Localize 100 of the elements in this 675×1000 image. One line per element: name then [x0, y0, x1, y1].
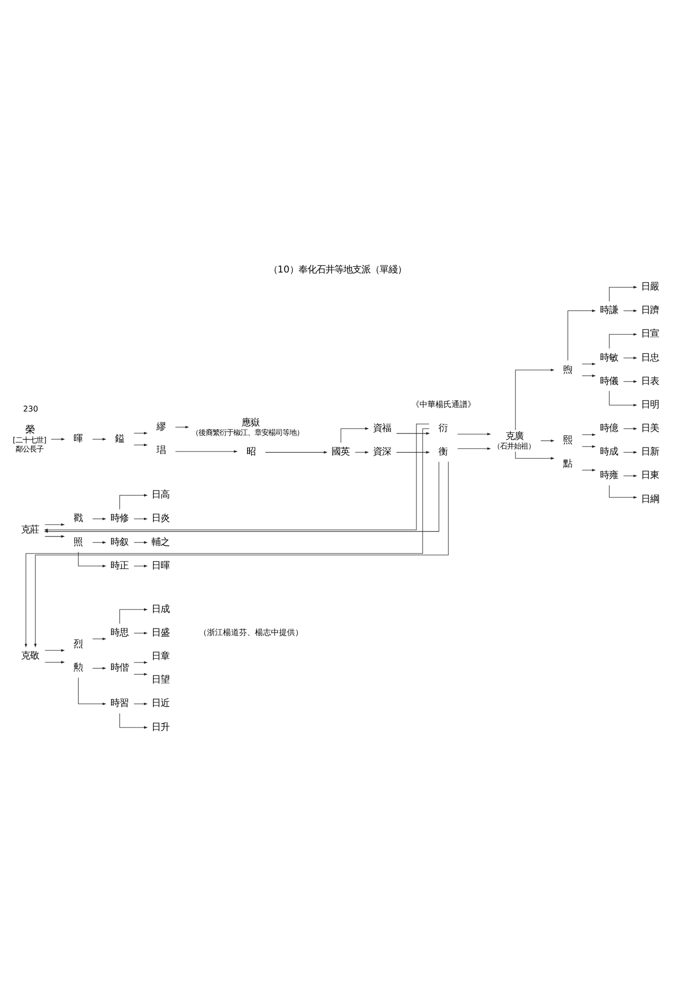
arrow — [582, 433, 596, 436]
arrow — [265, 451, 328, 454]
node-text: 時敏 — [600, 352, 618, 364]
arrow — [623, 356, 638, 360]
node-text: 照 — [74, 536, 83, 548]
arrow — [609, 485, 638, 499]
arrow — [44, 523, 65, 526]
arrow — [457, 447, 491, 450]
node-text: 日暉 — [152, 560, 170, 572]
node-text: 琩 — [156, 445, 166, 456]
node-text: 時謙 — [600, 305, 618, 316]
arrow — [582, 374, 596, 378]
node-text: 日東 — [641, 470, 660, 482]
diagram-title: （10）奉化石井等地支派（單綫） — [268, 264, 406, 276]
arrow — [44, 649, 65, 652]
node-text: 應嶽 — [242, 417, 260, 428]
node-text: 日明 — [641, 399, 660, 410]
arrow — [134, 444, 148, 446]
node-text: 時正 — [110, 560, 128, 572]
arrow — [457, 432, 491, 436]
arrow — [515, 368, 554, 430]
arrow — [92, 438, 106, 440]
node-text: 煦 — [563, 364, 572, 376]
node-text: 繆 — [156, 421, 166, 432]
arrow — [175, 450, 238, 453]
node-text: 日表 — [641, 376, 660, 387]
arrow — [134, 518, 148, 520]
node-text: 時思 — [110, 627, 128, 638]
node-text: 點 — [563, 458, 572, 470]
arrow — [134, 702, 148, 706]
arrow — [609, 333, 638, 349]
arrow — [44, 660, 65, 664]
arrow — [92, 666, 106, 670]
node-text: 日躋 — [641, 305, 660, 316]
node-text: 榮 — [26, 424, 35, 436]
node-text: 日綱 — [641, 494, 660, 505]
node-text: 時習 — [110, 698, 128, 710]
node-text: 戳 — [74, 513, 83, 524]
node-text: 鎰 — [115, 434, 124, 445]
node-text: 日望 — [152, 674, 170, 686]
arrow — [134, 672, 148, 676]
node-text: 時叙 — [110, 536, 128, 548]
node-text: 輔之 — [152, 536, 170, 548]
node-text: 克莊 — [21, 524, 40, 536]
arrow — [119, 494, 148, 510]
arrow — [582, 468, 596, 472]
arrow — [134, 432, 148, 434]
arrow — [354, 451, 369, 454]
arrow — [119, 608, 148, 624]
arrow — [623, 451, 638, 454]
arrow — [515, 451, 554, 460]
arrow — [134, 661, 148, 664]
node-text: 日新 — [641, 446, 660, 458]
arrow — [92, 541, 106, 544]
node-text: 日升 — [152, 722, 170, 733]
arrow — [44, 462, 440, 533]
arrow — [44, 535, 65, 538]
node-text: 時儀 — [600, 376, 618, 387]
arrow — [396, 451, 430, 454]
arrow — [609, 286, 638, 302]
node-text: 時修 — [110, 513, 128, 524]
arrow — [78, 552, 106, 568]
arrow — [623, 380, 638, 383]
node-text: 熙 — [563, 435, 572, 446]
node-text: 日炎 — [152, 513, 170, 524]
node-text: 日盛 — [152, 627, 170, 638]
node-text: 資深 — [372, 446, 391, 458]
node-text: 時雍 — [600, 470, 618, 482]
arrow — [623, 310, 638, 312]
arrow — [44, 424, 430, 532]
arrow — [92, 518, 106, 520]
node-text: 日成 — [152, 604, 170, 615]
arrow — [582, 445, 596, 448]
node-text: 勲 — [74, 662, 83, 674]
arrow — [78, 678, 106, 706]
node-text: 衍 — [438, 423, 448, 434]
arrow — [540, 439, 554, 442]
arrow — [50, 438, 65, 440]
arrow — [24, 428, 430, 648]
node-text: 克廣 — [506, 430, 524, 442]
node-text: 日美 — [641, 423, 660, 434]
node-text: 時成 — [600, 446, 618, 458]
arrow — [119, 713, 148, 729]
arrow — [568, 310, 596, 361]
node-text: 烈 — [74, 638, 83, 650]
node-text: 國英 — [331, 446, 350, 458]
arrow — [623, 474, 638, 478]
node-text: 衡 — [438, 446, 448, 458]
arrow — [134, 564, 148, 568]
node-text: 日嚴 — [641, 282, 660, 293]
node-text: 日高 — [152, 490, 170, 501]
node-text: 時億 — [600, 423, 618, 434]
node-text: 日忠 — [641, 352, 660, 364]
node-text: 日近 — [152, 698, 170, 710]
arrow — [609, 390, 638, 406]
node-text: 暉 — [74, 434, 83, 445]
node-text: 克敬 — [21, 650, 40, 662]
node-text: 日宣 — [641, 328, 660, 340]
arrow — [175, 426, 190, 428]
arrow — [34, 462, 449, 648]
